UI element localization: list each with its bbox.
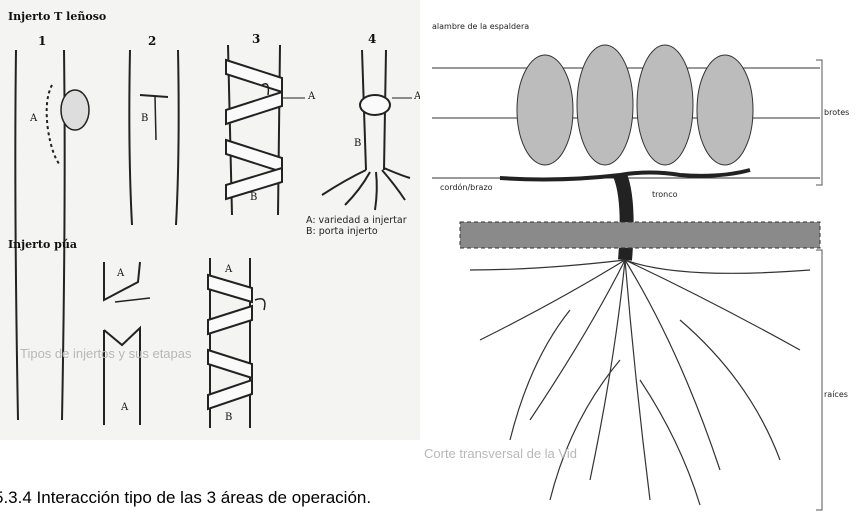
- label-a: A: [117, 268, 124, 279]
- tronco-label: tronco: [652, 190, 678, 199]
- stem-line: [15, 50, 18, 420]
- label-a: A: [121, 402, 128, 413]
- legend-b: B: porta injerto: [306, 226, 378, 237]
- figure-caption-right: Corte transversal de la Vid: [424, 446, 577, 461]
- step-number: 4: [368, 32, 376, 46]
- label-b: B: [141, 113, 148, 124]
- label-b: B: [250, 192, 257, 203]
- label-b: B: [354, 138, 361, 149]
- cordon-label: cordón/brazo: [440, 183, 493, 192]
- graft-t-title: Injerto T leñoso: [8, 10, 106, 23]
- label-a: A: [225, 264, 232, 275]
- label-a: A: [308, 91, 315, 102]
- grafting-figure: Injerto T leñoso 1 2 3 4 A B A B A B A: …: [0, 0, 420, 440]
- section-heading: 5.3.4 Interacción tipo de las 3 áreas de…: [0, 488, 371, 508]
- graft-pua-title: Injerto púa: [8, 238, 77, 251]
- vine-figure: alambre de la espaldera brotes cordón/br…: [420, 0, 856, 514]
- step-number: 3: [252, 32, 260, 46]
- wire-label: alambre de la espaldera: [432, 22, 529, 31]
- vine-drawing: [420, 0, 856, 514]
- legend-a: A: variedad a injertar: [306, 215, 407, 226]
- label-a: A: [30, 113, 37, 124]
- figure-caption-left: Tipos de injertos y sus etapas: [20, 346, 192, 361]
- label-b: B: [225, 412, 232, 423]
- brotes-label: brotes: [824, 108, 849, 117]
- step-number: 1: [38, 34, 46, 48]
- step-number: 2: [148, 34, 156, 48]
- raices-label: raíces: [824, 390, 848, 399]
